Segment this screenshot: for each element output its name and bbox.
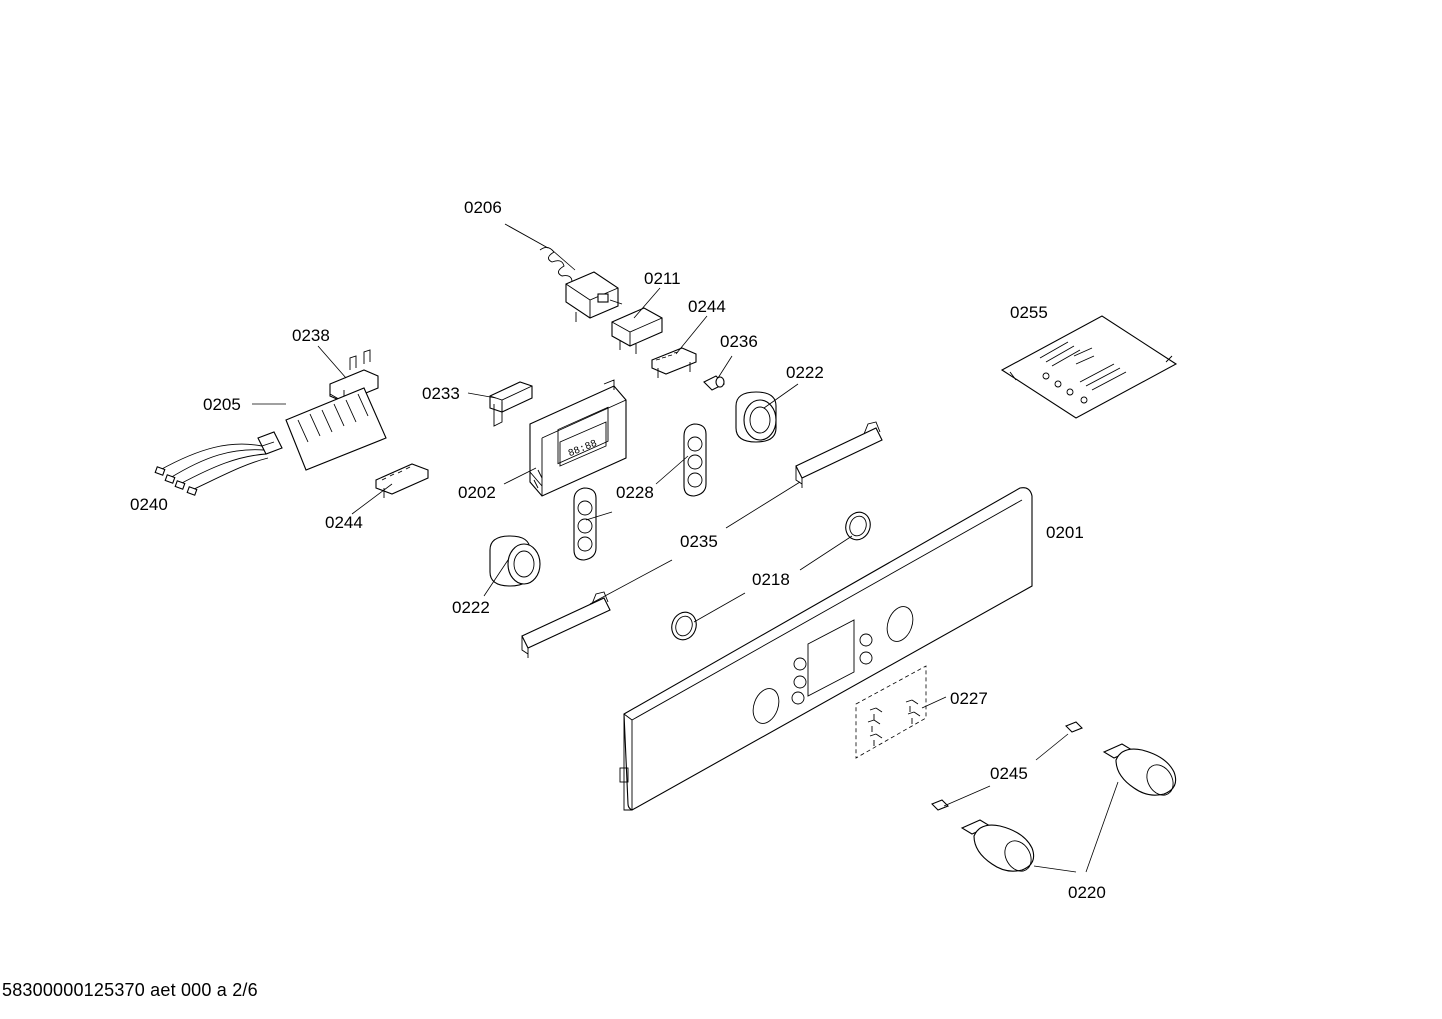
label-0228: 0228 <box>616 483 654 502</box>
timer-module-part: 88:88 <box>529 379 627 497</box>
label-0236: 0236 <box>720 332 758 351</box>
leader-lines <box>252 249 1119 873</box>
rail-part-lower <box>521 591 611 658</box>
drawing-reference-number: 58300000125370 aet 000 a 2/6 <box>2 980 258 1000</box>
knob-housing-part-lower <box>489 535 541 587</box>
label-0233: 0233 <box>422 384 460 403</box>
label-0255: 0255 <box>1010 303 1048 322</box>
terminal-block-part <box>257 387 387 471</box>
label-0211: 0211 <box>644 269 681 288</box>
clip-part-lower <box>375 463 429 498</box>
label-0240: 0240 <box>130 495 168 514</box>
control-knob-part-lower <box>960 819 1035 872</box>
ring-part-upper <box>845 511 871 541</box>
screw-bag-part <box>1000 315 1178 419</box>
label-0227: 0227 <box>950 689 988 708</box>
label-0205: 0205 <box>203 395 241 414</box>
pad-part-upper <box>1065 721 1083 733</box>
clip-part-upper <box>651 347 697 378</box>
label-0235: 0235 <box>680 532 718 551</box>
screw-set-part <box>855 665 927 759</box>
label-0202: 0202 <box>458 483 496 502</box>
label-0206: 0206 <box>464 198 502 217</box>
bracket-part <box>611 307 663 354</box>
label-0222-upper: 0222 <box>786 363 824 382</box>
label-0218: 0218 <box>752 570 790 589</box>
label-0244-upper: 0244 <box>688 297 726 316</box>
latch-part <box>489 381 533 427</box>
knob-housing-part-upper <box>735 391 777 443</box>
button-strip-part-right <box>683 423 707 497</box>
label-0238: 0238 <box>292 326 330 345</box>
thermostat-part <box>504 223 623 322</box>
button-strip-part-left <box>573 487 597 561</box>
pad-part-lower <box>931 799 949 811</box>
label-0244-lower: 0244 <box>325 513 363 532</box>
label-0220: 0220 <box>1068 883 1106 902</box>
rail-part-upper <box>795 421 883 488</box>
lamp-part <box>703 375 725 391</box>
label-0245: 0245 <box>990 764 1028 783</box>
ring-part-lower <box>671 611 697 641</box>
part-labels: 0206 0211 0244 0236 0222 0238 0205 0233 … <box>130 198 1106 902</box>
label-0222-lower: 0222 <box>452 598 490 617</box>
label-0201: 0201 <box>1046 523 1084 542</box>
control-knob-part-upper <box>1102 743 1177 796</box>
wire-harness-part <box>154 443 269 496</box>
control-panel-part <box>619 487 1033 811</box>
